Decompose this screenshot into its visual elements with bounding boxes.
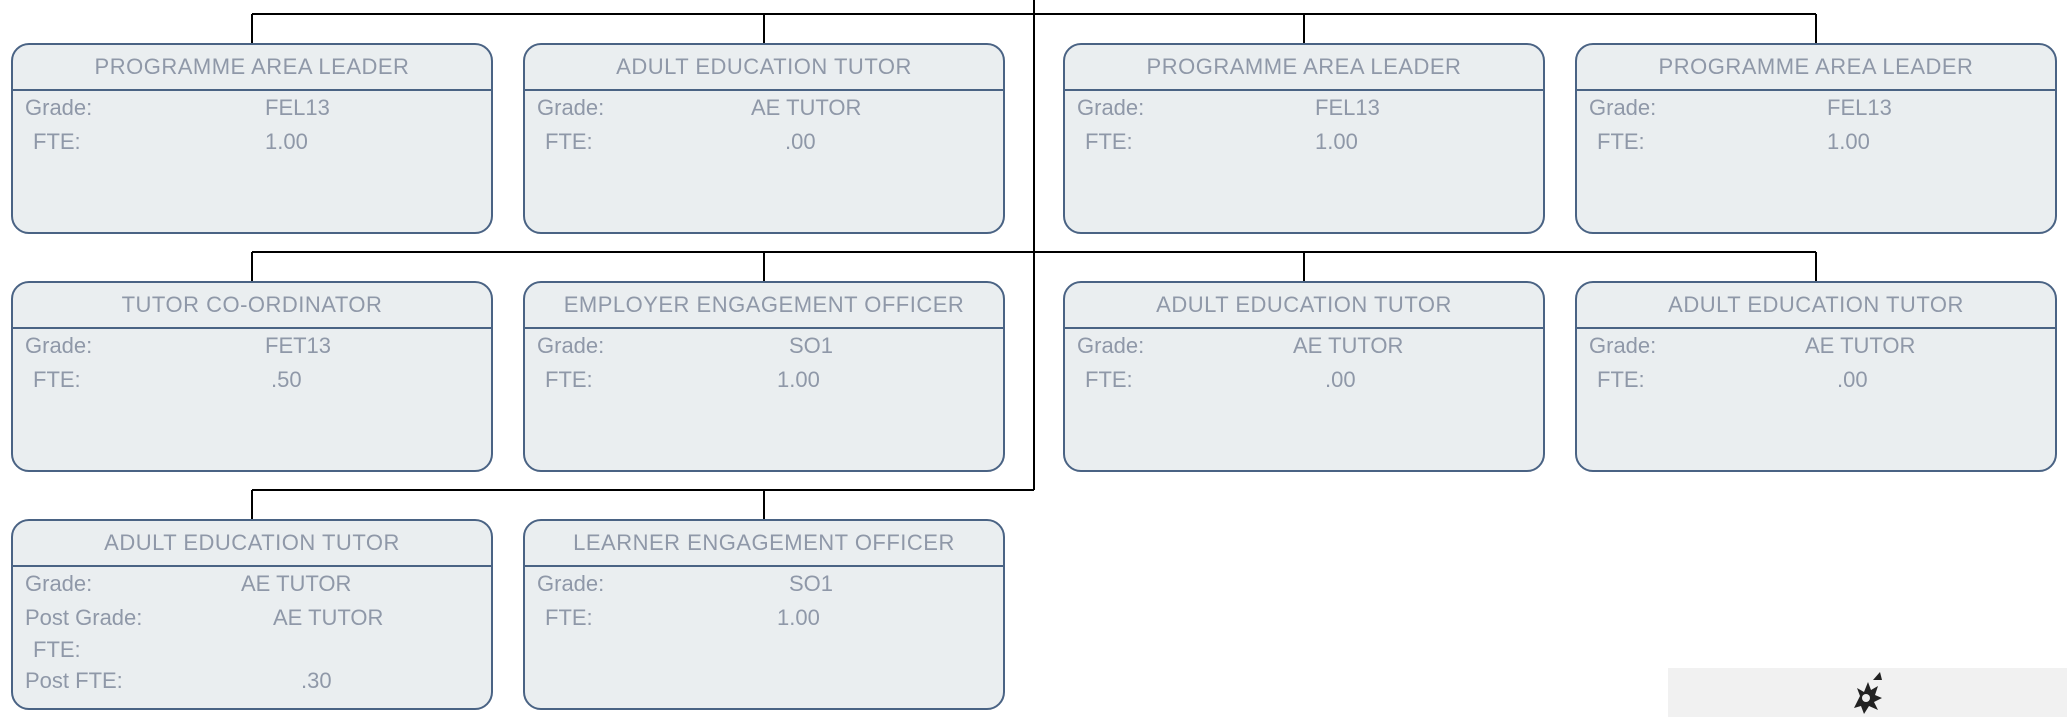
fte-row: FTE: .50 (13, 363, 491, 397)
grade-label: Grade: (537, 95, 605, 120)
card-title: ADULT EDUCATION TUTOR (1065, 283, 1543, 329)
fte-value: 1.00 (1827, 129, 1870, 154)
fte-value: 1.00 (265, 129, 308, 154)
grade-value: FEL13 (1827, 95, 1892, 120)
org-card-adult-education-tutor-4: ADULT EDUCATION TUTOR Grade: AE TUTOR Pos… (11, 519, 493, 710)
grade-value: SO1 (789, 333, 834, 358)
grade-label: Grade: (1589, 95, 1657, 120)
fte-label: FTE: (545, 605, 593, 630)
card-title: ADULT EDUCATION TUTOR (13, 521, 491, 567)
grade-value: FEL13 (1315, 95, 1380, 120)
grade-label: Grade: (25, 95, 93, 120)
org-card-adult-education-tutor-1: ADULT EDUCATION TUTOR Grade: AE TUTOR FTE… (523, 43, 1005, 234)
fte-value: .00 (1325, 367, 1356, 392)
fte-label: FTE: (1085, 367, 1133, 392)
org-card-adult-education-tutor-2: ADULT EDUCATION TUTOR Grade: AE TUTOR FTE… (1063, 281, 1545, 472)
fte-value: .50 (271, 367, 302, 392)
grade-row: Grade: AE TUTOR (1065, 329, 1543, 363)
card-title: EMPLOYER ENGAGEMENT OFFICER (525, 283, 1003, 329)
org-card-employer-engagement-officer: EMPLOYER ENGAGEMENT OFFICER Grade: SO1 FT… (523, 281, 1005, 472)
org-card-learner-engagement-officer: LEARNER ENGAGEMENT OFFICER Grade: SO1 FTE… (523, 519, 1005, 710)
grade-value: FEL13 (265, 95, 330, 120)
post-fte-row: Post FTE: .30 (13, 665, 491, 697)
fte-label: FTE: (1085, 129, 1133, 154)
grade-value: AE TUTOR (751, 95, 862, 120)
grade-row: Grade: FEL13 (13, 91, 491, 125)
card-title: ADULT EDUCATION TUTOR (525, 45, 1003, 91)
fte-value: 1.00 (777, 605, 820, 630)
fte-value: .00 (785, 129, 816, 154)
fte-row: FTE: 1.00 (1577, 125, 2055, 159)
grade-value: FET13 (265, 333, 332, 358)
grade-row: Grade: FEL13 (1577, 91, 2055, 125)
org-card-programme-area-leader-1: PROGRAMME AREA LEADER Grade: FEL13 FTE: 1.… (11, 43, 493, 234)
corner-logo-image (1668, 668, 2067, 717)
grade-value: AE TUTOR (1293, 333, 1404, 358)
grade-row: Grade: AE TUTOR (525, 91, 1003, 125)
grade-label: Grade: (537, 333, 605, 358)
grade-label: Grade: (1077, 95, 1145, 120)
fte-label: FTE: (545, 129, 593, 154)
dragon-logo-icon (1854, 672, 1882, 714)
fte-value: .00 (1837, 367, 1868, 392)
post-grade-row: Post Grade: AE TUTOR (13, 601, 491, 635)
org-card-tutor-co-ordinator: TUTOR CO-ORDINATOR Grade: FET13 FTE: .50 (11, 281, 493, 472)
post-fte-value: .30 (301, 668, 332, 693)
fte-row: FTE: (13, 635, 491, 665)
card-title: LEARNER ENGAGEMENT OFFICER (525, 521, 1003, 567)
grade-value: AE TUTOR (241, 571, 352, 596)
org-card-programme-area-leader-2: PROGRAMME AREA LEADER Grade: FEL13 FTE: 1.… (1063, 43, 1545, 234)
fte-row: FTE: 1.00 (13, 125, 491, 159)
org-card-programme-area-leader-3: PROGRAMME AREA LEADER Grade: FEL13 FTE: 1.… (1575, 43, 2057, 234)
fte-label: FTE: (33, 367, 81, 392)
grade-value: AE TUTOR (1805, 333, 1916, 358)
fte-row: FTE: .00 (1577, 363, 2055, 397)
fte-row: FTE: 1.00 (525, 601, 1003, 635)
fte-label: FTE: (545, 367, 593, 392)
fte-value: 1.00 (1315, 129, 1358, 154)
grade-row: Grade: SO1 (525, 329, 1003, 363)
fte-label: FTE: (33, 129, 81, 154)
fte-label: FTE: (1597, 367, 1645, 392)
fte-label: FTE: (1597, 129, 1645, 154)
fte-row: FTE: .00 (1065, 363, 1543, 397)
grade-row: Grade: AE TUTOR (13, 567, 491, 601)
grade-row: Grade: FET13 (13, 329, 491, 363)
card-title: PROGRAMME AREA LEADER (13, 45, 491, 91)
grade-row: Grade: SO1 (525, 567, 1003, 601)
card-title: PROGRAMME AREA LEADER (1577, 45, 2055, 91)
grade-label: Grade: (537, 571, 605, 596)
fte-row: FTE: 1.00 (525, 363, 1003, 397)
fte-value: 1.00 (777, 367, 820, 392)
grade-row: Grade: FEL13 (1065, 91, 1543, 125)
fte-label: FTE: (33, 637, 81, 662)
card-title: PROGRAMME AREA LEADER (1065, 45, 1543, 91)
org-card-adult-education-tutor-3: ADULT EDUCATION TUTOR Grade: AE TUTOR FTE… (1575, 281, 2057, 472)
grade-label: Grade: (25, 571, 93, 596)
grade-label: Grade: (1589, 333, 1657, 358)
post-grade-label: Post Grade: (25, 605, 143, 630)
grade-label: Grade: (25, 333, 93, 358)
fte-row: FTE: .00 (525, 125, 1003, 159)
grade-value: SO1 (789, 571, 834, 596)
card-title: ADULT EDUCATION TUTOR (1577, 283, 2055, 329)
fte-row: FTE: 1.00 (1065, 125, 1543, 159)
card-title: TUTOR CO-ORDINATOR (13, 283, 491, 329)
grade-row: Grade: AE TUTOR (1577, 329, 2055, 363)
grade-label: Grade: (1077, 333, 1145, 358)
post-fte-label: Post FTE: (25, 668, 123, 693)
post-grade-value: AE TUTOR (273, 605, 384, 630)
